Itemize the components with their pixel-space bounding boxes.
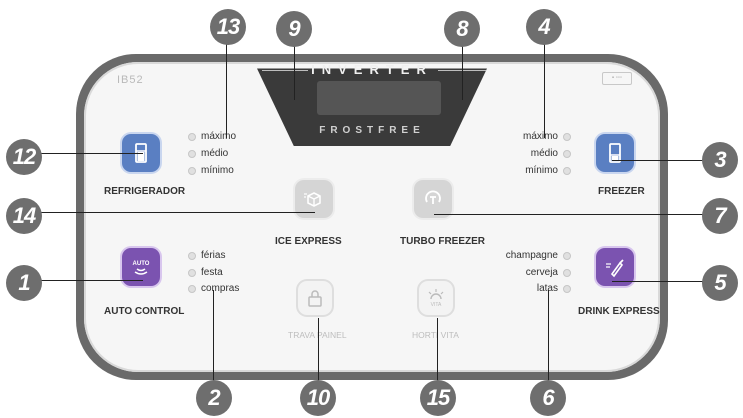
callout-line <box>226 40 227 138</box>
callout-9: 9 <box>276 11 312 47</box>
callout-line <box>462 44 463 100</box>
indicator-led <box>188 284 196 293</box>
indicator-led <box>563 268 571 277</box>
drink-express-button[interactable] <box>596 248 634 286</box>
freezer-option: médio <box>520 148 576 159</box>
callout-line <box>318 318 319 386</box>
model-label: IB52 <box>117 74 144 86</box>
refrigerador-option: médio <box>183 148 228 159</box>
callout-10: 10 <box>300 380 336 416</box>
callout-14: 14 <box>6 198 42 234</box>
indicator-led <box>563 166 571 175</box>
callout-13: 13 <box>210 9 246 45</box>
freezer-button[interactable] <box>596 134 634 172</box>
panel-tag: ▪ ▫▫▫ <box>602 72 632 85</box>
callout-5: 5 <box>702 265 738 301</box>
callout-line <box>437 318 438 386</box>
horti-vita-label: HORTI VITA <box>412 330 459 340</box>
horti-vita-button[interactable]: VITA <box>419 281 453 315</box>
bottle-icon <box>606 259 624 278</box>
indicator-led <box>563 251 571 260</box>
drink-express-option: champagne <box>500 250 576 261</box>
callout-line <box>213 290 214 385</box>
callout-15: 15 <box>420 380 456 416</box>
drink-express-label: DRINK EXPRESS <box>578 306 660 317</box>
refrigerador-label: REFRIGERADOR <box>104 186 186 197</box>
indicator-led <box>563 284 571 293</box>
trava-painel-label: TRAVA PAINEL <box>288 330 347 340</box>
ice-cube-icon <box>304 192 321 207</box>
inverter-logo: INVERTER <box>311 62 433 77</box>
callout-6: 6 <box>530 380 566 416</box>
display-screen <box>317 81 441 115</box>
drink-express-option: latas <box>500 283 576 294</box>
callout-line <box>40 153 143 154</box>
callout-line <box>612 160 708 161</box>
callout-8: 8 <box>444 11 480 47</box>
refrigerador-option: mínimo <box>183 165 234 176</box>
indicator-led <box>188 149 196 158</box>
frostfree-logo: FROSTFREE <box>319 125 425 136</box>
callout-7: 7 <box>702 198 738 234</box>
indicator-led <box>188 166 196 175</box>
callout-line <box>434 214 708 215</box>
auto-icon: AUTO <box>133 261 150 275</box>
trava-painel-button[interactable] <box>298 281 332 315</box>
freezer-option: máximo <box>520 131 576 142</box>
indicator-led <box>563 132 571 141</box>
auto-control-label: AUTO CONTROL <box>104 306 185 317</box>
svg-text:VITA: VITA <box>431 302 442 308</box>
divider <box>262 70 308 71</box>
indicator-led <box>188 132 196 141</box>
auto-control-button[interactable]: AUTO <box>122 248 160 286</box>
sun-icon: VITA <box>428 289 444 308</box>
callout-line <box>294 44 295 100</box>
callout-12: 12 <box>6 139 42 175</box>
refrigerador-option: máximo <box>183 131 236 142</box>
indicator-led <box>188 251 196 260</box>
callout-line <box>40 212 315 213</box>
drink-express-option: cerveja <box>500 267 576 278</box>
ice-express-button[interactable] <box>295 180 333 218</box>
callout-1: 1 <box>6 265 42 301</box>
freezer-label: FREEZER <box>598 186 645 197</box>
callout-line <box>40 280 143 281</box>
callout-line <box>548 290 549 385</box>
lock-icon <box>308 290 322 307</box>
auto-control-option: compras <box>183 283 239 294</box>
turbo-freezer-label: TURBO FREEZER <box>400 236 485 247</box>
svg-text:AUTO: AUTO <box>133 261 150 267</box>
callout-3: 3 <box>702 142 738 178</box>
freezer-icon <box>609 143 621 163</box>
freezer-option: mínimo <box>520 165 576 176</box>
auto-control-option: festa <box>183 267 223 278</box>
callout-line <box>544 40 545 138</box>
turbo-icon <box>425 190 441 204</box>
indicator-led <box>563 149 571 158</box>
turbo-freezer-button[interactable] <box>414 180 452 218</box>
indicator-led <box>188 268 196 277</box>
auto-control-option: férias <box>183 250 225 261</box>
ice-express-label: ICE EXPRESS <box>275 236 342 247</box>
callout-line <box>612 281 708 282</box>
callout-2: 2 <box>196 380 232 416</box>
callout-4: 4 <box>526 9 562 45</box>
